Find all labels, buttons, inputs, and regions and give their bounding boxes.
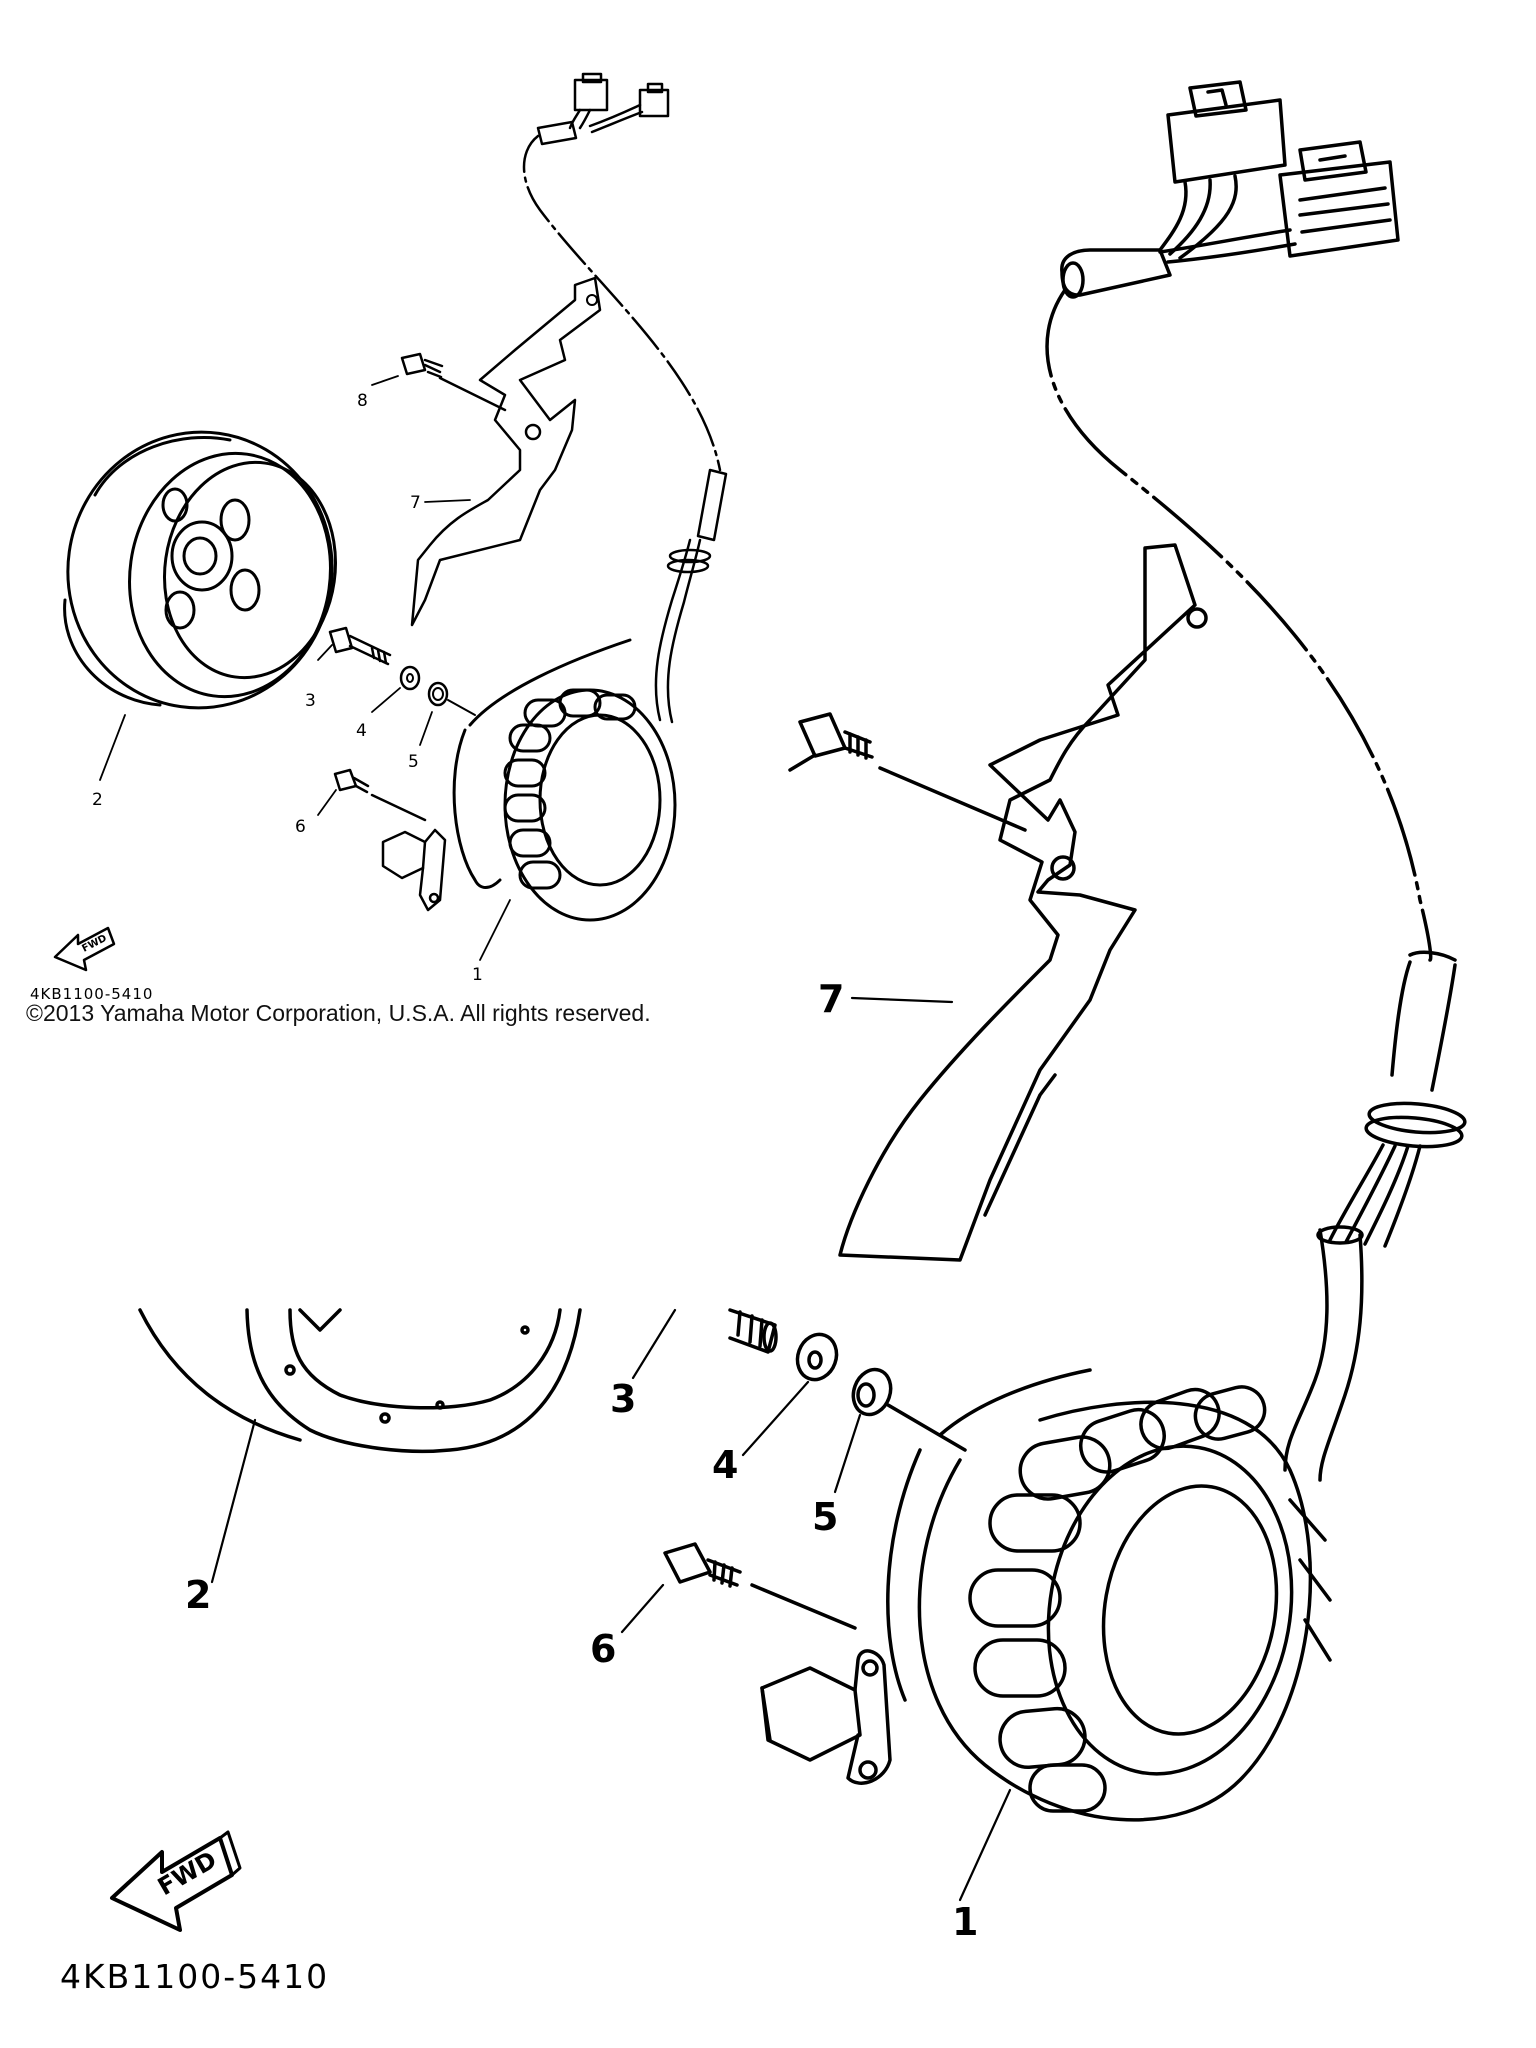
small-washer-5 [427,681,449,707]
large-wire [1045,288,1467,1482]
small-flywheel-2 [63,430,338,710]
large-fwd-arrow-icon: FWD [110,1830,242,1932]
small-view: 1 2 3 4 5 6 7 8 FWD 4KB1100-5410 [30,72,728,1003]
small-pickup-coil [381,828,447,912]
large-flywheel-2 [138,1308,582,1584]
small-screw-8 [400,352,507,412]
large-callout-5: 5 [812,1495,838,1539]
small-diagram-code: 4KB1100-5410 [30,985,153,1003]
small-screw-6 [333,768,427,822]
small-fwd-arrow-icon: FWD [53,926,116,972]
large-bolt-8 [788,712,1027,832]
small-stator-1 [452,638,677,922]
small-wire-harness [522,72,728,724]
large-bracket-7 [838,543,1208,1262]
small-bolt-3 [328,626,392,666]
small-callout-3: 3 [305,691,316,711]
small-washer-4 [399,665,421,691]
large-callout-1: 1 [952,1900,978,1944]
large-callout-2: 2 [185,1573,211,1617]
large-screw-6 [620,1542,857,1634]
small-washer-4-hole [406,673,414,683]
large-callout-3: 3 [610,1377,636,1421]
small-callout-5: 5 [408,752,419,772]
large-callout-6: 6 [590,1627,616,1671]
large-washer-4 [741,1332,839,1457]
small-callout-4: 4 [356,721,367,741]
large-stator-1 [886,1368,1332,1902]
large-callout-7: 7 [818,977,844,1021]
small-washer-5-hole [432,687,444,701]
large-callout-4: 4 [712,1443,738,1487]
small-callout-6: 6 [295,817,306,837]
small-callout-1: 1 [472,965,483,985]
large-pickup-coil [760,1649,892,1785]
small-callout-8: 8 [357,391,368,411]
large-bolt-3 [631,1308,778,1380]
small-leader-lines [99,375,511,961]
copyright-notice: ©2013 Yamaha Motor Corporation, U.S.A. A… [26,1000,651,1026]
large-view: 1 2 3 4 5 6 7 FWD 4KB1100-5410 [60,80,1467,1996]
large-diagram-code: 4KB1100-5410 [60,1957,329,1996]
large-connectors [1060,80,1400,299]
small-callout-2: 2 [92,790,103,810]
small-bracket-7 [410,276,602,627]
large-leader-7 [850,996,954,1004]
large-washer-5 [833,1367,967,1494]
small-callout-7: 7 [410,493,421,513]
